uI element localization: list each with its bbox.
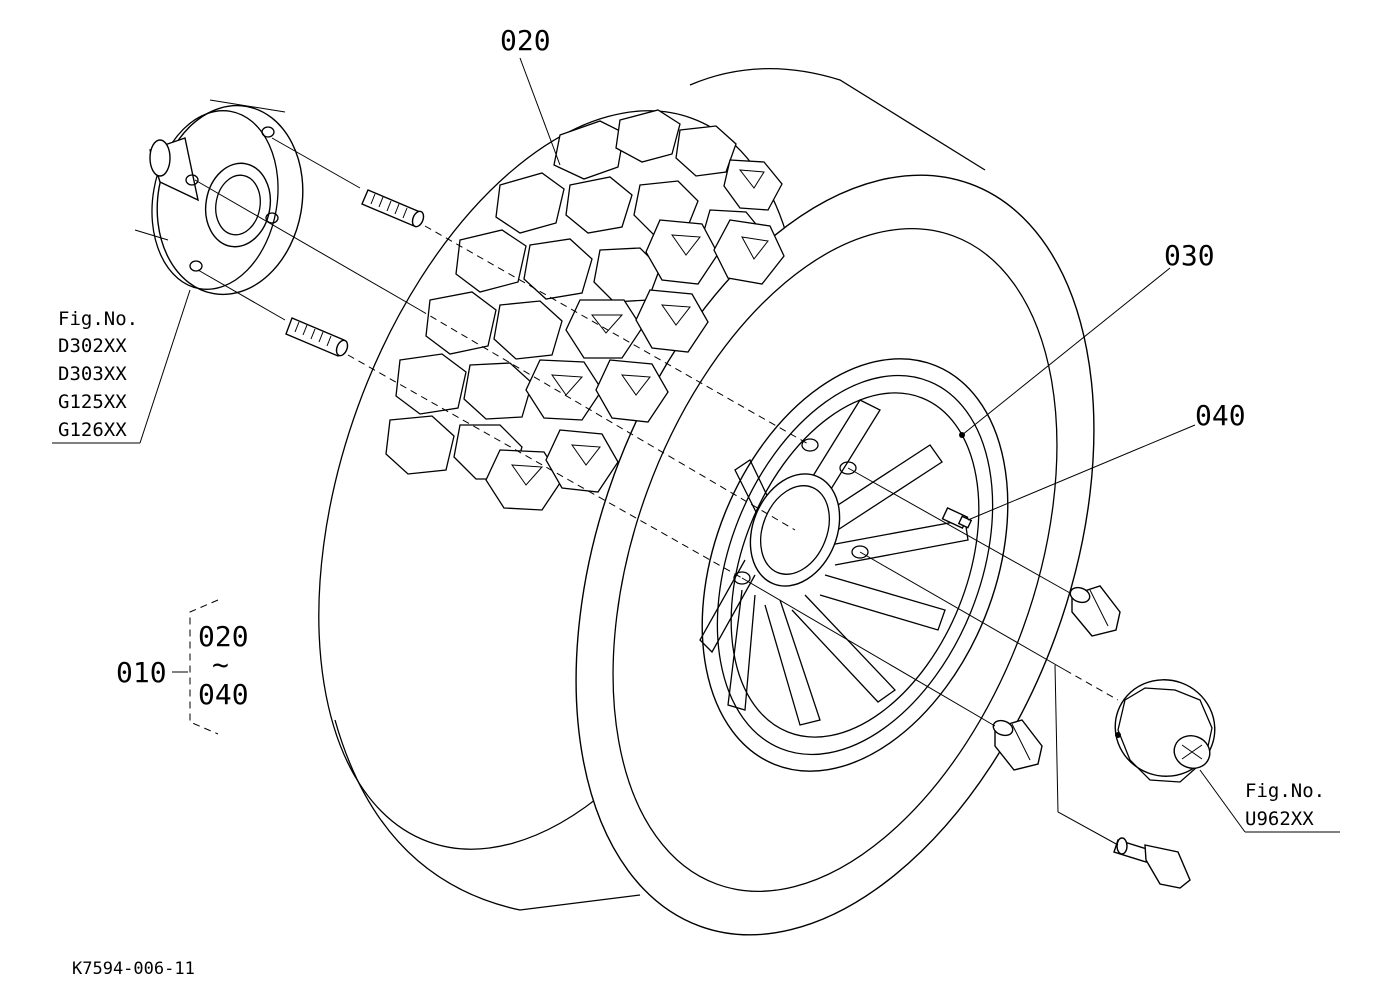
hub-fig-3: G125XX — [58, 391, 127, 413]
assembly-lines — [194, 137, 1119, 846]
label-030: 030 — [1164, 239, 1215, 272]
assembly-range: 010 020 ~ 040 — [116, 599, 249, 735]
cap-fig-1: U962XX — [1245, 808, 1314, 830]
range-end: 040 — [198, 678, 249, 711]
lug-nut-lower — [992, 719, 1043, 771]
leader-lines — [52, 57, 1340, 833]
range-tilde: ~ — [212, 648, 229, 681]
label-020: 020 — [500, 24, 551, 57]
hub-fig-4: G126XX — [58, 419, 127, 441]
lug-bolt — [1113, 837, 1191, 889]
tire-020 — [318, 67, 1095, 936]
valve-stem-040 — [941, 506, 973, 530]
label-040: 040 — [1195, 399, 1246, 432]
center-cap — [1114, 679, 1216, 783]
hub-fig-2: D303XX — [58, 363, 127, 385]
lug-nut-upper — [1069, 585, 1121, 637]
hub-fig-heading: Fig.No. — [58, 308, 138, 330]
wheel-hub — [134, 99, 304, 296]
wheel-stud-upper — [361, 189, 425, 228]
tread-pattern — [385, 109, 785, 511]
cap-figure-reference: Fig.No. U962XX — [1245, 780, 1325, 830]
cap-fig-heading: Fig.No. — [1245, 780, 1325, 802]
hub-fig-1: D302XX — [58, 335, 127, 357]
drawing-code: K7594-006-11 — [72, 959, 195, 979]
label-010: 010 — [116, 656, 167, 689]
range-start: 020 — [198, 620, 249, 653]
rim-spokes — [699, 399, 969, 726]
hub-figure-reference: Fig.No. D302XX D303XX G125XX G126XX — [58, 308, 138, 441]
wheel-stud-lower — [285, 317, 349, 357]
